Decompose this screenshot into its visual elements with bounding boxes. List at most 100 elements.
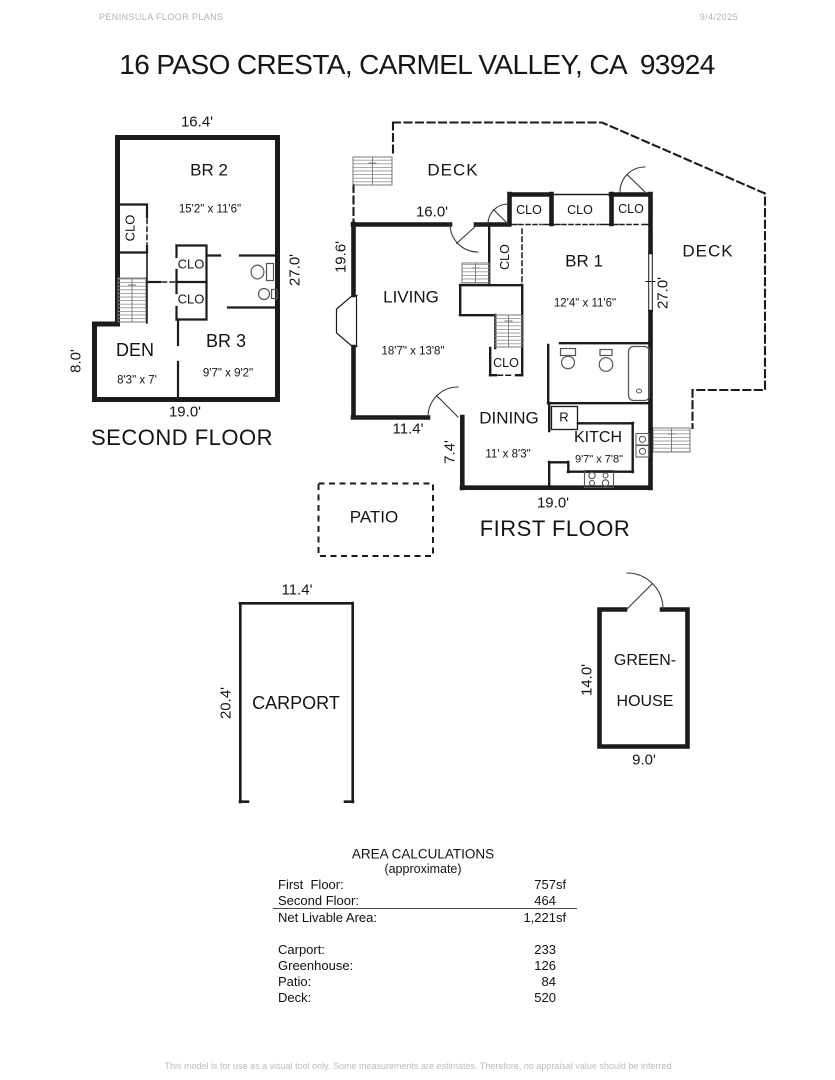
area-row-label: Net Livable Area: xyxy=(278,909,378,925)
closet-label: CLO xyxy=(497,244,512,270)
area-row-label: Deck: xyxy=(278,990,312,1005)
door-swings xyxy=(427,166,646,418)
first-floor-title: FIRST FLOOR xyxy=(479,516,631,541)
closet-label: CLO xyxy=(567,202,593,217)
area-total-rule xyxy=(273,908,577,909)
closet-label: CLO xyxy=(516,202,542,217)
room-br3: BR 3 xyxy=(205,331,247,351)
ff-dim-right: 27.0' xyxy=(654,276,672,310)
room-br2: BR 2 xyxy=(190,160,228,180)
area-row-label: Patio: xyxy=(278,974,312,989)
kitchen-sink-icon xyxy=(635,433,650,458)
room-br1-size: 12'4" x 11'6" xyxy=(553,297,617,310)
room-dining: DINING xyxy=(479,408,539,428)
area-calc-title: AREA CALCULATIONS xyxy=(351,846,495,862)
stairs-icon xyxy=(471,262,480,284)
area-row: Greenhouse: 126 xyxy=(273,958,577,974)
stairs-icon xyxy=(504,314,513,348)
toilet-icon xyxy=(559,347,577,370)
greenhouse-label-line2: HOUSE xyxy=(616,693,674,710)
ff-dim-bottom: 19.0' xyxy=(536,494,570,512)
room-dining-size: 11' x 8'3" xyxy=(485,448,531,461)
sf-dim-bottom: 19.0' xyxy=(168,403,202,421)
area-row-label: First Floor: xyxy=(278,877,344,892)
greenhouse-dim-bottom: 9.0' xyxy=(632,751,656,769)
area-row: First Floor: 757 sf xyxy=(273,877,577,893)
sink-icon xyxy=(257,287,278,301)
area-row-value: 757 xyxy=(534,877,556,892)
carport-label: CARPORT xyxy=(252,693,340,713)
door-swing xyxy=(626,572,664,610)
area-row-value: 84 xyxy=(541,974,556,989)
deck-label-right: DECK xyxy=(682,241,734,261)
sf-dim-right: 27.0' xyxy=(286,253,304,287)
greenhouse-dim-left: 14.0' xyxy=(578,663,596,697)
deck-stairs-icon xyxy=(667,427,676,453)
closet-label: CLO xyxy=(122,214,138,242)
deck-stairs-icon xyxy=(368,156,377,186)
deck-outline xyxy=(352,121,767,430)
second-floor-plan xyxy=(92,135,280,402)
area-row-suffix: sf xyxy=(556,909,567,925)
room-br1: BR 1 xyxy=(565,251,603,271)
patio-label: PATIO xyxy=(349,507,399,527)
bathtub-icon xyxy=(627,345,651,402)
brand-text: PENINSULA FLOOR PLANS xyxy=(99,12,224,22)
area-row-label: Greenhouse: xyxy=(278,958,354,973)
area-row-value: 520 xyxy=(534,990,556,1005)
carport-outline xyxy=(238,601,355,804)
patio-outline xyxy=(317,482,434,557)
room-living: LIVING xyxy=(383,287,439,307)
area-row-suffix: sf xyxy=(556,877,567,892)
area-row-value: 126 xyxy=(534,958,556,973)
stairs-up-icon xyxy=(128,277,136,323)
ff-dim-upper-left: 19.6' xyxy=(332,240,350,274)
area-row-value: 464 xyxy=(534,893,556,908)
area-row-label: Second Floor: xyxy=(278,893,359,908)
closet-label: CLO xyxy=(618,201,644,216)
refrigerator-label: R xyxy=(559,409,569,425)
room-kitchen: KITCH xyxy=(574,429,622,446)
page-title: 16 PASO CRESTA, CARMEL VALLEY, CA 93924 xyxy=(119,49,715,80)
area-row: Deck: 520 xyxy=(273,990,577,1006)
sink-icon xyxy=(598,348,614,372)
area-row: Net Livable Area: 1,221 sf xyxy=(273,910,577,926)
bay-window xyxy=(335,294,358,348)
area-row: Patio: 84 xyxy=(273,974,577,990)
closet-label: CLO xyxy=(493,355,519,370)
room-den-size: 8'3" x 7' xyxy=(117,374,157,387)
window xyxy=(645,251,656,313)
toilet-icon xyxy=(250,262,275,282)
disclaimer-text: This model is for use as a visual tool o… xyxy=(164,1061,672,1071)
area-row-label: Carport: xyxy=(278,942,325,957)
second-floor-title: SECOND FLOOR xyxy=(90,425,274,450)
ff-dim-lower-left: 11.4' xyxy=(392,420,424,438)
sf-dim-top: 16.4' xyxy=(180,113,214,131)
room-den: DEN xyxy=(115,340,155,360)
refrigerator-icon xyxy=(550,405,579,431)
greenhouse-label-line1: GREEN- xyxy=(613,652,677,669)
closet-label: CLO xyxy=(177,291,205,307)
closet-label: CLO xyxy=(177,256,205,272)
area-row: Carport: 233 xyxy=(273,942,577,958)
room-br2-size: 15'2" x 11'6" xyxy=(178,203,242,216)
tub-drain xyxy=(636,388,642,394)
room-living-size: 18'7" x 13'8" xyxy=(381,345,445,358)
room-br3-size: 9'7" x 9'2" xyxy=(202,367,254,380)
area-row-value: 233 xyxy=(534,942,556,957)
deck-label-top: DECK xyxy=(427,160,479,180)
stove-icon xyxy=(583,469,615,489)
greenhouse-outline xyxy=(597,572,690,749)
carport-dim-top: 11.4' xyxy=(281,581,313,599)
room-kitchen-size: 9'7" x 7'8" xyxy=(574,453,624,466)
ff-dim-dining-left: 7.4' xyxy=(441,440,459,464)
area-calc-subtitle: (approximate) xyxy=(384,861,462,876)
carport-dim-left: 20.4' xyxy=(217,686,235,720)
area-row: Second Floor: 464 xyxy=(273,893,577,909)
first-floor-plan xyxy=(335,121,767,491)
ff-dim-top: 16.0' xyxy=(415,203,449,221)
sf-dim-left: 8.0' xyxy=(67,349,85,373)
date-text: 9/4/2025 xyxy=(699,12,738,22)
